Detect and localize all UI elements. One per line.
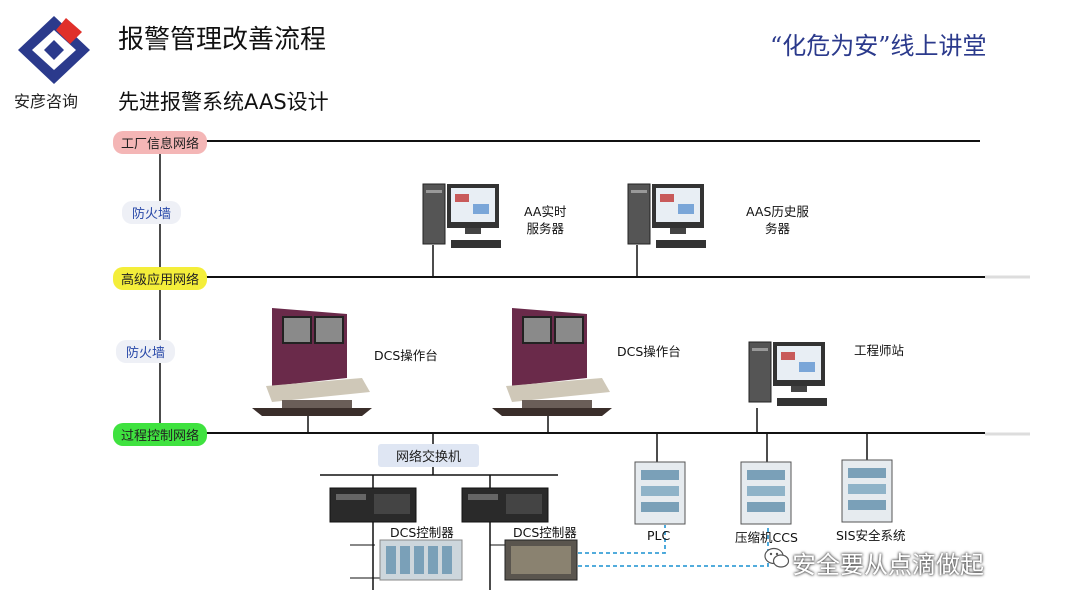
aa-server-label: AA实时 服务器 bbox=[524, 204, 567, 236]
io-module-1 bbox=[379, 539, 463, 581]
sis-label: SIS安全系统 bbox=[836, 528, 906, 543]
page-subtitle: 先进报警系统AAS设计 bbox=[118, 90, 329, 114]
engineer-station-label: 工程师站 bbox=[854, 343, 905, 358]
aas-history-label: AAS历史服 务器 bbox=[746, 204, 809, 236]
aas-history-computer bbox=[627, 183, 706, 248]
dcs-console-2-graphic bbox=[492, 308, 612, 416]
dcs-console-1-graphic bbox=[252, 308, 372, 416]
dcs-controller-2-graphic bbox=[461, 487, 549, 523]
logo-text: 安彦咨询 bbox=[14, 92, 79, 111]
dashed-link-ccs bbox=[578, 525, 769, 567]
dcs-console-1-label: DCS操作台 bbox=[374, 348, 438, 363]
plc-cabinet bbox=[634, 461, 686, 525]
watermark-text: 安全要从点滴做起 bbox=[792, 551, 984, 579]
compressor-ccs-label: 压缩机CCS bbox=[735, 530, 798, 545]
dashed-link-plc bbox=[578, 525, 666, 554]
dcs-console-2-label: DCS操作台 bbox=[617, 344, 681, 359]
plant-info-network-label: 工厂信息网络 bbox=[113, 131, 208, 154]
advanced-app-network-label: 高级应用网络 bbox=[113, 267, 208, 290]
firewall-2-label: 防火墙 bbox=[116, 340, 176, 363]
wechat-icon bbox=[764, 547, 790, 568]
plc-label: PLC bbox=[647, 528, 671, 543]
network-switch-label: 网络交换机 bbox=[378, 444, 480, 467]
aa-server-computer bbox=[422, 183, 501, 248]
firewall-1-label: 防火墙 bbox=[122, 201, 182, 224]
process-control-network-label: 过程控制网络 bbox=[113, 423, 208, 446]
ccs-cabinet bbox=[740, 461, 792, 525]
engineer-station-computer bbox=[748, 341, 827, 406]
dcs-controller-1-label: DCS控制器 bbox=[390, 525, 454, 540]
tagline: “化危为安”线上讲堂 bbox=[770, 32, 987, 60]
page-title: 报警管理改善流程 bbox=[118, 25, 327, 55]
dcs-controller-2-label: DCS控制器 bbox=[513, 525, 577, 540]
sis-cabinet bbox=[841, 459, 893, 523]
dcs-controller-1-graphic bbox=[329, 487, 417, 523]
company-logo bbox=[18, 16, 90, 84]
io-module-2 bbox=[504, 539, 578, 581]
